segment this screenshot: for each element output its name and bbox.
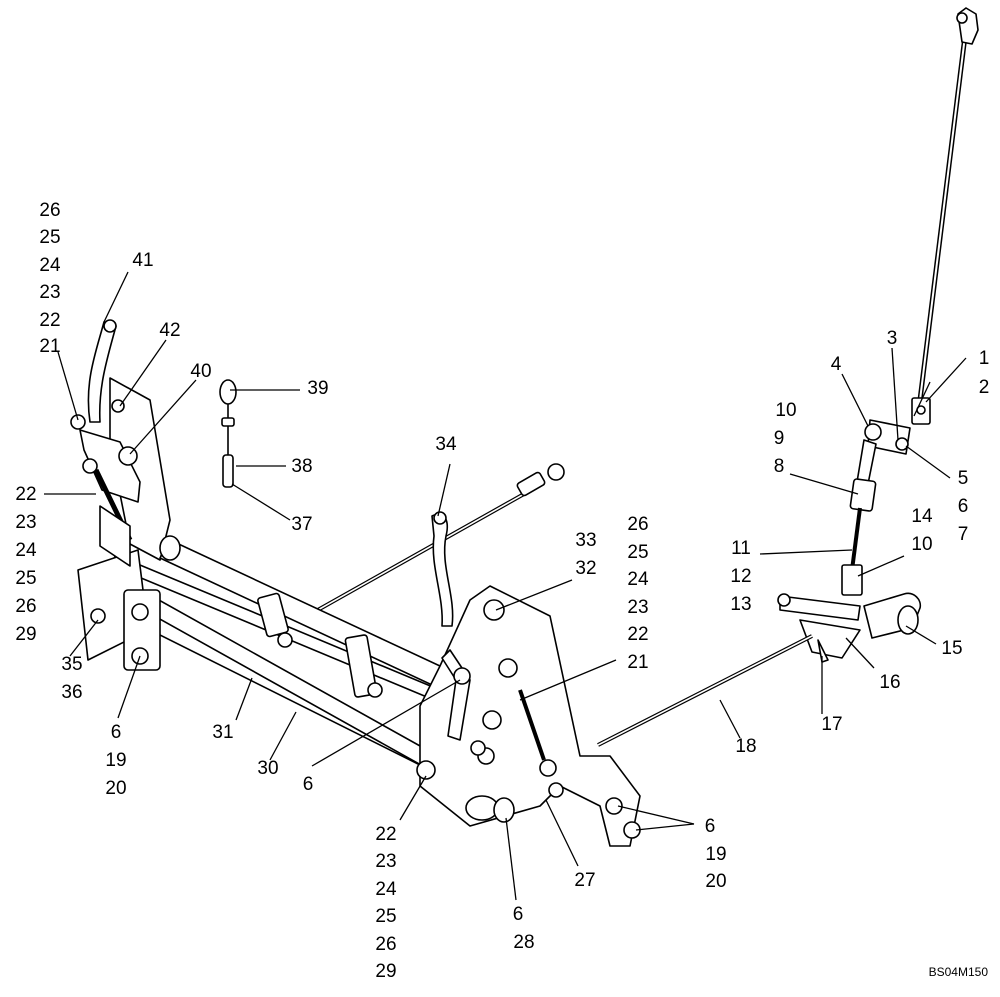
callout-stack-item: 26 [627, 514, 648, 535]
callout-28: 28 [513, 932, 534, 953]
callout-stack-rightbottom: 6 19 20 [705, 816, 727, 892]
callout-stack-item: 19 [105, 750, 126, 771]
callout-2: 2 [979, 377, 990, 398]
callout-stack-midright: 26 25 24 23 22 21 [627, 514, 649, 673]
callout-stack-item: 20 [105, 778, 126, 799]
callout-stack-item: 22 [15, 484, 36, 505]
callout-38: 38 [291, 456, 312, 477]
right-pivot-assembly [777, 419, 922, 663]
callout-stack-item: 23 [39, 282, 60, 303]
callout-stack-bottomcenter: 22 23 24 25 26 29 [375, 824, 397, 982]
center-bracket-plate [416, 585, 641, 847]
callout-stack-item: 26 [375, 934, 396, 955]
callout-6: 6 [958, 496, 969, 517]
callout-30: 30 [257, 758, 278, 779]
callout-stack-item: 24 [15, 540, 37, 561]
callout-18: 18 [735, 736, 756, 757]
figure-code: BS04M150 [929, 965, 989, 979]
callout-labels: 1 2 3 4 5 6 7 10 9 8 14 10 11 12 13 15 1… [15, 200, 989, 982]
callout-3: 3 [887, 328, 898, 349]
left-bracket-assembly [70, 319, 171, 671]
callout-stack-item: 22 [375, 824, 396, 845]
callout-10b: 10 [911, 534, 932, 555]
callout-37: 37 [291, 514, 312, 535]
callout-40: 40 [190, 361, 211, 382]
callout-stack-item: 25 [375, 906, 396, 927]
callout-17: 17 [821, 714, 842, 735]
callout-stack-item: 29 [15, 624, 36, 645]
callout-10a: 10 [775, 400, 796, 421]
callout-4: 4 [831, 354, 842, 375]
callout-9: 9 [774, 428, 785, 449]
callout-8: 8 [774, 456, 785, 477]
callout-27: 27 [574, 870, 595, 891]
callout-5: 5 [958, 468, 969, 489]
callout-12: 12 [730, 566, 751, 587]
callout-stack-leftside: 22 23 24 25 26 29 [15, 484, 37, 645]
leader-lines [44, 271, 967, 901]
callout-14: 14 [911, 506, 933, 527]
callout-33: 33 [575, 530, 596, 551]
callout-stack-item: 23 [627, 597, 648, 618]
callout-stack-item: 19 [705, 844, 726, 865]
callout-stack-item: 25 [39, 227, 60, 248]
callout-35: 35 [61, 654, 82, 675]
callout-stack-item: 24 [375, 879, 397, 900]
callout-stack-item: 6 [111, 722, 122, 743]
callout-stack-item: 26 [39, 200, 60, 221]
callout-stack-item: 22 [39, 310, 60, 331]
callout-stack-item: 23 [15, 512, 36, 533]
center-tube [159, 535, 471, 699]
callout-stack-item: 23 [375, 851, 396, 872]
control-rod-assembly [911, 7, 979, 425]
callout-6-bottom: 6 [513, 904, 524, 925]
callout-stack-item: 22 [627, 624, 648, 645]
callout-34: 34 [435, 434, 457, 455]
callout-36: 36 [61, 682, 82, 703]
callout-39: 39 [307, 378, 328, 399]
callout-stack-item: 26 [15, 596, 36, 617]
callout-stack-item: 25 [627, 542, 648, 563]
callout-32: 32 [575, 558, 596, 579]
callout-15: 15 [941, 638, 962, 659]
callout-stack-item: 21 [39, 336, 60, 357]
callout-stack-item: 25 [15, 568, 36, 589]
callout-stack-item: 24 [39, 255, 61, 276]
callout-stack-leftbottom: 6 19 20 [105, 722, 126, 799]
callout-7: 7 [958, 524, 969, 545]
callout-41: 41 [132, 250, 153, 271]
callout-31: 31 [212, 722, 233, 743]
detent-pin-parts [219, 379, 237, 488]
callout-stack-item: 20 [705, 871, 726, 892]
callout-11: 11 [731, 538, 751, 559]
callout-stack-item: 24 [627, 569, 649, 590]
callout-stack-item: 21 [627, 652, 648, 673]
callout-1: 1 [979, 348, 990, 369]
callout-stack-item: 29 [375, 961, 396, 982]
callout-stack-topleft: 26 25 24 23 22 21 [39, 200, 61, 357]
callout-13: 13 [730, 594, 751, 615]
drawing-lines [70, 7, 979, 847]
callout-16: 16 [879, 672, 900, 693]
callout-stack-item: 6 [705, 816, 716, 837]
callout-6-mid: 6 [303, 774, 314, 795]
upper-rod [299, 463, 565, 622]
callout-42: 42 [159, 320, 180, 341]
